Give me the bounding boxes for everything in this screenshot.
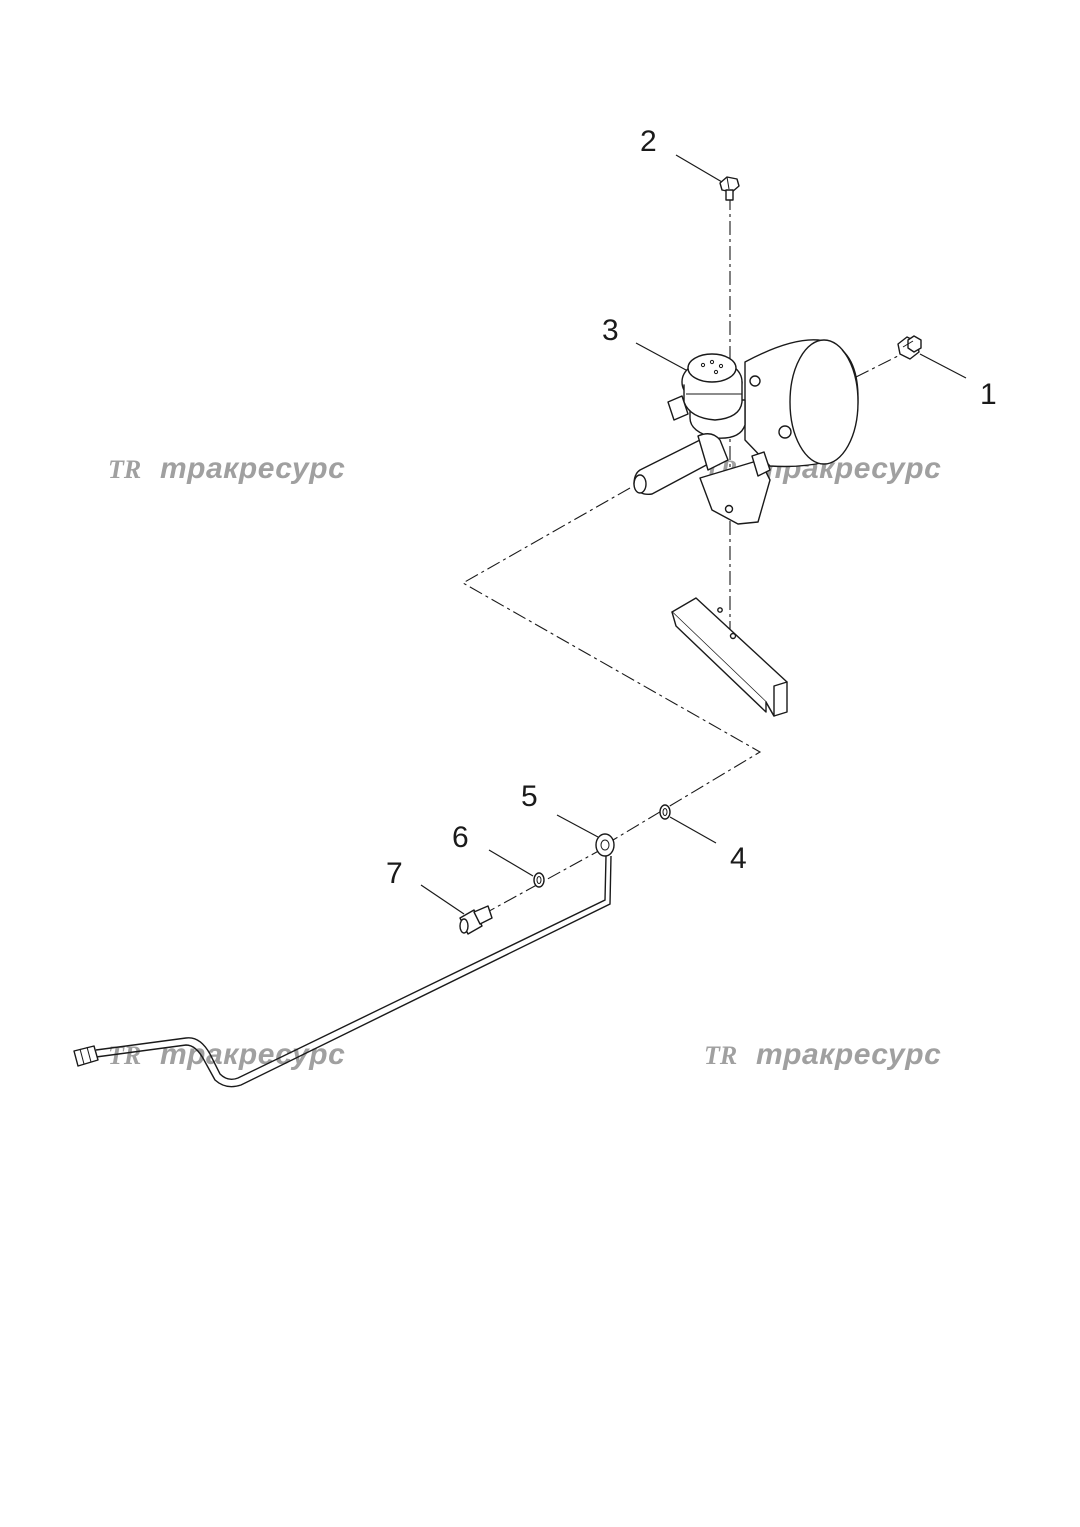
watermark-bottom-left: TR тракресурс [108, 1038, 345, 1071]
outlet-axis-line [461, 487, 762, 844]
part-1-fitting [897, 335, 922, 360]
leader-5 [556, 814, 599, 838]
watermark-text: тракресурс [160, 1038, 345, 1071]
callout-6: 6 [452, 821, 469, 854]
leader-lines [420, 154, 967, 915]
fitting-axis-line [855, 355, 899, 378]
callout-2: 2 [640, 125, 657, 158]
callout-7: 7 [386, 857, 403, 890]
watermark-text: тракресурс [160, 452, 345, 485]
callout-3: 3 [602, 314, 619, 347]
leader-4 [669, 816, 717, 844]
part-5-pipe [73, 833, 615, 1088]
watermark-text: тракресурс [756, 1038, 941, 1071]
part-4-washer [659, 804, 671, 820]
leader-7 [420, 884, 465, 915]
part-6-washer [533, 872, 545, 888]
watermark-logo: TR [108, 1041, 141, 1070]
callout-5: 5 [521, 780, 538, 813]
part-3-cylinder-unit [633, 339, 859, 525]
watermark-bottom-right: TR тракресурс [704, 1038, 941, 1071]
leader-2 [675, 154, 723, 183]
mounting-bracket [671, 597, 788, 717]
callout-1: 1 [980, 378, 997, 411]
leader-3 [635, 342, 687, 371]
watermark-logo: TR [108, 455, 141, 484]
part-7-banjo-bolt [459, 905, 493, 935]
callout-4: 4 [730, 842, 747, 875]
part-2-bolt [719, 176, 740, 201]
watermark-top-left: TR тракресурс [108, 452, 345, 485]
watermark-logo: TR [704, 1041, 737, 1070]
leader-6 [488, 849, 534, 877]
leader-1 [919, 353, 967, 379]
callout-labels: 1 2 3 4 5 6 7 [386, 125, 997, 890]
